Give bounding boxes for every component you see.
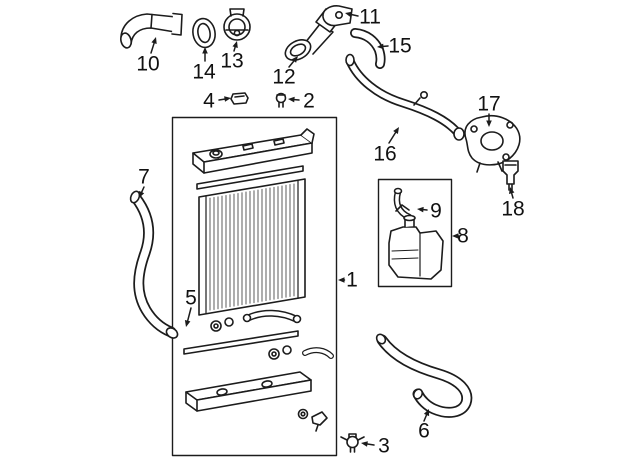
callout-leaders [139,11,515,447]
cap-art [230,92,249,105]
radiator-core-fins [209,183,295,311]
bypass-hose-art [350,28,386,69]
water-inlet-pipe-art [120,12,183,49]
callout-5: 5 [185,286,197,310]
upper-radiator-hose-art [129,190,179,339]
gasket-art [192,17,216,49]
thermostat-art [223,8,251,41]
lower-seal-hardware-art [183,309,334,360]
reserve-tank-art [388,214,444,280]
callout-18: 18 [501,197,525,221]
radiator-upper-tank-art [192,128,315,174]
callout-11: 11 [359,5,381,29]
callout-7: 7 [138,165,150,189]
callout-17: 17 [477,92,501,116]
lower-radiator-hose-art [375,333,473,418]
water-outlet-art [464,114,521,173]
callout-14: 14 [192,60,216,84]
bracket-art [322,5,353,27]
sensor-art [502,160,519,191]
callout-4: 4 [203,89,215,113]
callout-3: 3 [378,434,390,458]
radiator-core-art [198,178,306,316]
fastener-art [275,92,287,108]
reserve-tank-hose-art [393,187,413,221]
callout-12: 12 [272,65,296,89]
radiator-upper-seal-art [196,165,304,190]
drain-plug-art [340,433,365,453]
callout-1: 1 [346,268,358,292]
lower-support-art [185,371,328,432]
callout-16: 16 [373,142,397,166]
callout-15: 15 [388,34,412,58]
water-pipe-art [345,53,465,141]
callout-8: 8 [457,224,469,248]
reserve-tank-box [377,178,453,288]
callout-6: 6 [418,419,430,443]
callout-10: 10 [136,52,160,76]
callout-9: 9 [430,199,442,223]
callout-2: 2 [303,89,315,113]
callout-13: 13 [220,49,244,73]
radiator-assembly-box [171,116,338,457]
